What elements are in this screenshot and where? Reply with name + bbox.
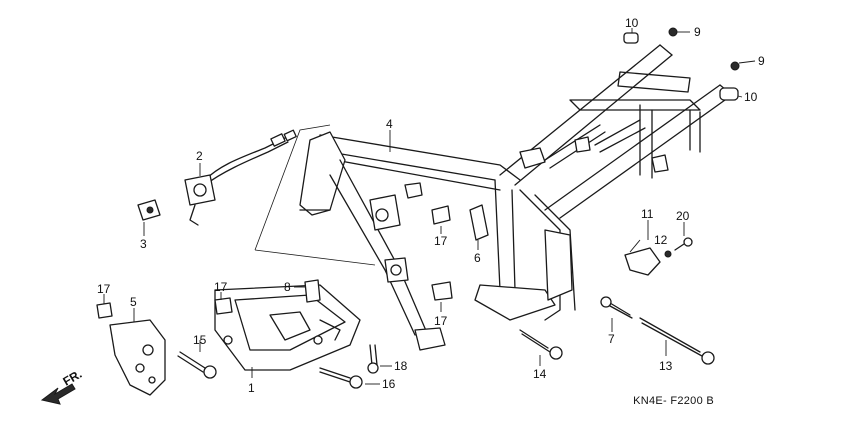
callout-9-right: 9 [758, 54, 765, 68]
collar-10-right [719, 87, 739, 101]
callout-17-left: 17 [97, 282, 111, 296]
callout-3: 3 [140, 237, 147, 251]
nut-9-top [668, 27, 678, 37]
front-label: FR. [61, 367, 85, 389]
bolt-18 [369, 344, 378, 366]
callout-11: 11 [641, 207, 654, 221]
callout-17-skid: 17 [214, 280, 228, 294]
callout-7: 7 [608, 332, 615, 346]
callout-18: 18 [394, 359, 408, 373]
callout-9-top: 9 [694, 25, 701, 39]
bracket-5 [109, 319, 166, 396]
ignition-key [137, 199, 161, 221]
callout-6: 6 [474, 251, 481, 265]
ignition-switch [184, 129, 297, 226]
collar-17-mid [431, 281, 453, 301]
collar-17-top [431, 205, 451, 225]
frame-body [299, 44, 733, 351]
collar-17-left [96, 302, 113, 319]
nut-9-right [730, 61, 740, 71]
callout-14: 14 [533, 367, 547, 381]
collar-10-top [623, 32, 639, 44]
leader-lines [103, 28, 756, 385]
callout-5: 5 [130, 295, 137, 309]
collar-17-skid [214, 297, 233, 315]
callout-17-top: 17 [434, 234, 448, 248]
bolt-16 [319, 367, 351, 383]
callout-15: 15 [193, 333, 207, 347]
frame-outline-panel [254, 124, 376, 266]
plate-6 [469, 204, 489, 241]
bracket-11 [624, 247, 661, 276]
bolt-15 [177, 351, 206, 373]
bolt-14 [519, 329, 551, 353]
callout-20: 20 [676, 209, 690, 223]
diagram-reference-code: KN4E- F2200 B [633, 395, 714, 407]
callout-13: 13 [659, 359, 673, 373]
callout-17-mid: 17 [434, 314, 448, 328]
callout-16: 16 [382, 377, 396, 391]
bolt-13 [639, 317, 703, 357]
skid-plate [214, 284, 361, 371]
callout-10-right: 10 [744, 90, 758, 104]
callout-8: 8 [284, 280, 291, 294]
callout-4: 4 [386, 117, 393, 131]
callout-10-top: 10 [625, 16, 639, 30]
rubber-8 [304, 279, 321, 303]
nut-12 [664, 250, 672, 258]
callout-1: 1 [248, 381, 255, 395]
front-direction-arrow: FR. [40, 367, 85, 405]
callout-12: 12 [654, 233, 668, 247]
callout-2: 2 [196, 149, 203, 163]
